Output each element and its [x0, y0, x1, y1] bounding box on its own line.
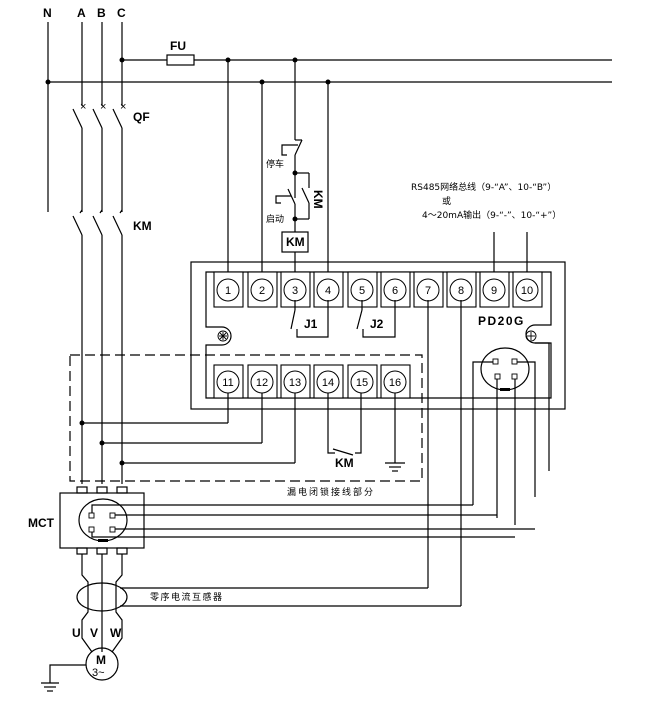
stop-button-label: 停车 — [266, 158, 284, 170]
ct-signal-wires — [120, 300, 462, 607]
terminal-number: 5 — [359, 285, 365, 297]
relay-j1: J1 — [290, 300, 329, 338]
mct-module: MCT — [28, 486, 473, 555]
terminal-number: 11 — [222, 377, 233, 389]
terminal-number: 13 — [289, 377, 301, 389]
bottom-terminal-strip: 11 12 13 14 15 16 — [213, 364, 411, 399]
leakage-lock-section: 漏电闭锁接线部分 — [69, 354, 423, 498]
fuse: FU — [166, 39, 195, 66]
terminal-1: 1 — [213, 271, 244, 308]
relay-j2: J2 — [356, 300, 396, 338]
terminal-number: 16 — [389, 377, 401, 389]
svg-text:×: × — [120, 101, 126, 113]
terminal-number: 12 — [256, 377, 268, 389]
comm-note: RS485网络总线（9-“A”、10-“B”） 或 4～20mA输出（9-“-”… — [411, 181, 561, 278]
svg-text:×: × — [100, 101, 106, 113]
motor: M 3~ — [41, 647, 119, 692]
terminal-13: 13 — [280, 364, 311, 399]
motor-phase-u: U — [72, 626, 81, 640]
motor-leads: 零序电流互感器 U V W — [72, 554, 224, 653]
phase-a-label: A — [77, 6, 86, 20]
breaker-qf: × × × QF — [72, 101, 150, 212]
phase-lines — [81, 22, 123, 106]
terminal-7: 7 — [413, 271, 444, 308]
leakage-section-label: 漏电闭锁接线部分 — [287, 486, 375, 498]
svg-text:×: × — [80, 101, 86, 113]
terminal-number: 4 — [325, 285, 331, 297]
screw-icon-left — [217, 330, 229, 342]
device-pd20g: PD20G — [190, 261, 566, 410]
zero-seq-ct-ring — [76, 582, 128, 612]
comm-note-line2: 4～20mA输出（9-“-”、10-“+”） — [422, 209, 561, 221]
start-stop-circuit: 停车 KM 启动 KM — [266, 60, 325, 278]
relay-j1-label: J1 — [304, 317, 318, 331]
device-round-connector — [472, 342, 550, 525]
start-button-label: 启动 — [266, 213, 284, 225]
terminal-16: 16 — [380, 364, 411, 399]
terminal-12: 12 — [247, 364, 278, 399]
mct-label: MCT — [28, 516, 55, 530]
breaker-label: QF — [133, 110, 150, 124]
terminal-number: 9 — [491, 285, 497, 297]
phase-b-label: B — [97, 6, 106, 20]
control-wires — [225, 57, 331, 278]
terminal-10: 10 — [512, 271, 543, 308]
terminal-number: 10 — [521, 285, 533, 297]
terminal-number: 15 — [356, 377, 368, 389]
neutral-label: N — [43, 6, 52, 20]
terminal-number: 7 — [425, 285, 431, 297]
motor-type: 3~ — [92, 667, 105, 679]
motor-phase-v: V — [90, 626, 98, 640]
terminal-8: 8 — [446, 271, 477, 308]
mct-connector-wires — [91, 514, 535, 538]
terminal-9: 9 — [479, 271, 510, 308]
device-model-label: PD20G — [478, 314, 525, 328]
comm-note-or: 或 — [442, 195, 451, 207]
terminal-15: 15 — [347, 364, 378, 399]
phase-c-label: C — [117, 6, 126, 20]
terminal-number: 14 — [322, 377, 334, 389]
contactor-main-label: KM — [133, 219, 152, 233]
zero-seq-ct-label: 零序电流互感器 — [150, 591, 224, 603]
screw-icon-right — [525, 330, 537, 342]
contactor-coil-label: KM — [286, 235, 305, 249]
terminal-number: 8 — [458, 285, 464, 297]
terminal-2: 2 — [247, 271, 278, 308]
fuse-label: FU — [170, 39, 186, 53]
terminal-number: 3 — [292, 285, 298, 297]
contactor-interlock-label: KM — [335, 456, 354, 470]
terminal-number: 6 — [392, 285, 398, 297]
top-terminal-strip: 1 2 3 4 5 6 7 8 9 10 — [213, 271, 543, 308]
comm-note-line1: RS485网络总线（9-“A”、10-“B”） — [411, 181, 556, 193]
terminal-number: 2 — [259, 285, 265, 297]
control-supply-line — [119, 57, 612, 63]
terminal-number: 1 — [225, 285, 231, 297]
leakage-wires: KM — [79, 393, 405, 472]
motor-symbol: M — [96, 653, 106, 667]
motor-phase-w: W — [110, 626, 122, 640]
contactor-aux-label: KM — [311, 190, 325, 209]
relay-j2-label: J2 — [370, 317, 384, 331]
